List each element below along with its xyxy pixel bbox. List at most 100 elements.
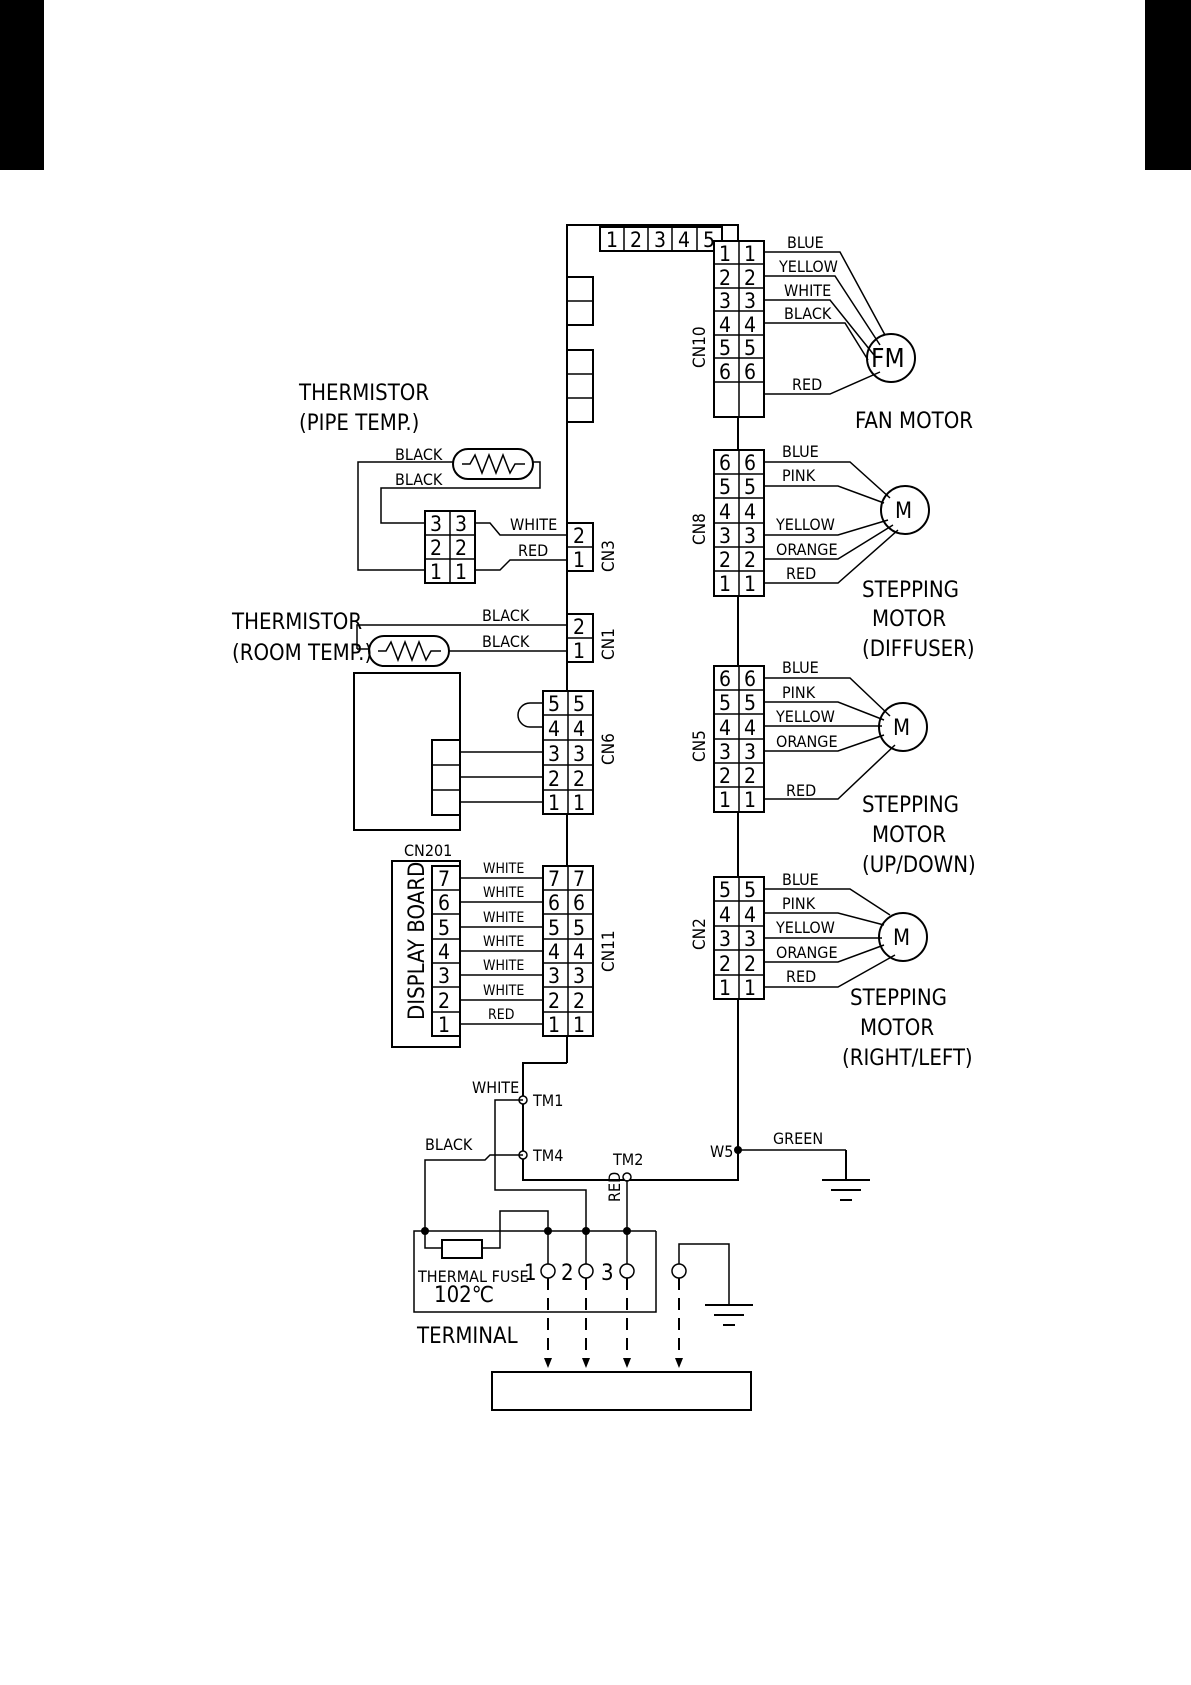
cn11-pin-2b: 2 bbox=[573, 989, 585, 1013]
cn8-pin-4a: 4 bbox=[719, 500, 731, 524]
cn5-wire-orange: ORANGE bbox=[776, 732, 838, 751]
display-wire-white-4: WHITE bbox=[483, 934, 524, 950]
cn2-pin-5a: 5 bbox=[719, 878, 731, 902]
cn2-wire-pink: PINK bbox=[782, 894, 816, 913]
cn5-label-2: MOTOR bbox=[872, 823, 946, 848]
display-wire-red-1: RED bbox=[488, 1007, 514, 1023]
top-pin-2: 2 bbox=[630, 228, 642, 252]
cn8-label-3: (DIFFUSER) bbox=[862, 637, 975, 662]
cn8-motor-m: M bbox=[895, 499, 912, 524]
cn5-pin-5a: 5 bbox=[719, 691, 731, 715]
cn1-pin-1: 1 bbox=[573, 639, 585, 663]
room-thermistor-label-1: THERMISTOR bbox=[231, 610, 362, 635]
cn2-pin-2a: 2 bbox=[719, 952, 731, 976]
cn11-pin-4b: 4 bbox=[573, 940, 585, 964]
cn201-pin-5: 5 bbox=[438, 916, 450, 940]
cn5-connector: 6 6 5 5 4 4 3 3 2 2 1 1 CN5 bbox=[690, 665, 765, 813]
cn1-wire-black-1: BLACK bbox=[482, 606, 530, 625]
cn6-pin-4b: 4 bbox=[573, 717, 585, 741]
terminal-num-1: 1 bbox=[524, 1261, 537, 1286]
cn5-motor-m: M bbox=[893, 716, 910, 741]
cn201-label: CN201 bbox=[404, 841, 452, 860]
cn8-pin-4b: 4 bbox=[744, 500, 756, 524]
cn5-pin-3a: 3 bbox=[719, 740, 731, 764]
cn1-label: CN1 bbox=[599, 628, 619, 660]
display-wire-white-2: WHITE bbox=[483, 983, 524, 999]
cn11-pin-6a: 6 bbox=[548, 891, 560, 915]
cn10-pin-5a: 5 bbox=[719, 336, 731, 360]
display-wire-white-3: WHITE bbox=[483, 958, 524, 974]
pipe-thermistor: THERMISTOR (PIPE TEMP.) BLACK BLACK 3 3 … bbox=[298, 381, 619, 584]
tm1-label: TM1 bbox=[532, 1091, 563, 1110]
cn10-pin-6a: 6 bbox=[719, 360, 731, 384]
pipe-pin-1a: 1 bbox=[430, 560, 442, 584]
fan-motor-symbol: FM FAN MOTOR bbox=[855, 333, 973, 434]
cn201-pin-1: 1 bbox=[438, 1013, 450, 1037]
cn5-label: CN5 bbox=[690, 730, 710, 762]
cn5-pin-1b: 1 bbox=[744, 788, 756, 812]
cn3-pin-2: 2 bbox=[573, 524, 585, 548]
cn5-pin-2a: 2 bbox=[719, 764, 731, 788]
cn2-label-1: STEPPING bbox=[850, 986, 947, 1011]
terminal-num-2: 2 bbox=[561, 1261, 574, 1286]
right-page-tab bbox=[1145, 0, 1191, 170]
cn5-pin-3b: 3 bbox=[744, 740, 756, 764]
cn2-pin-1b: 1 bbox=[744, 976, 756, 1000]
fan-motor-label: FAN MOTOR bbox=[855, 409, 973, 434]
cn8-wires: BLUE PINK YELLOW ORANGE RED M STEPPING M… bbox=[764, 442, 975, 662]
cn8-pin-2b: 2 bbox=[744, 548, 756, 572]
cn10-pin-4a: 4 bbox=[719, 313, 731, 337]
cn2-label: CN2 bbox=[690, 918, 710, 950]
cn11-pin-7b: 7 bbox=[573, 867, 585, 891]
cn10-pin-4b: 4 bbox=[744, 313, 756, 337]
cn11-pin-2a: 2 bbox=[548, 989, 560, 1013]
cn11-pin-1a: 1 bbox=[548, 1013, 560, 1037]
display-wire-white-6: WHITE bbox=[483, 885, 524, 901]
top-pin-5: 5 bbox=[703, 228, 715, 252]
tm2-label: TM2 bbox=[612, 1150, 643, 1169]
pipe-wire-black-1: BLACK bbox=[395, 445, 443, 464]
cn2-pin-3a: 3 bbox=[719, 927, 731, 951]
display-board-label: DISPLAY BOARD bbox=[405, 862, 430, 1020]
cn3-label: CN3 bbox=[599, 540, 619, 572]
cn8-pin-3a: 3 bbox=[719, 524, 731, 548]
cn11-pin-5a: 5 bbox=[548, 916, 560, 940]
terminal-label: TERMINAL bbox=[416, 1324, 518, 1349]
top-pin-1: 1 bbox=[606, 228, 618, 252]
tm1-wire-white: WHITE bbox=[472, 1078, 519, 1097]
cn6-pin-3a: 3 bbox=[548, 742, 560, 766]
cn2-pin-3b: 3 bbox=[744, 927, 756, 951]
cn2-wire-orange: ORANGE bbox=[776, 943, 838, 962]
cn11-pin-1b: 1 bbox=[573, 1013, 585, 1037]
cn6-pin-1b: 1 bbox=[573, 791, 585, 815]
cn5-wire-pink: PINK bbox=[782, 683, 816, 702]
outdoor-unit-box bbox=[491, 1371, 752, 1411]
cn5-pin-6b: 6 bbox=[744, 667, 756, 691]
power-terminals: TM1 TM4 WHITE BLACK TM2 RED W5 GREEN bbox=[424, 1062, 870, 1231]
cn10-pin-1a: 1 bbox=[719, 242, 731, 266]
cn2-connector: 5 5 4 4 3 3 2 2 1 1 CN2 bbox=[690, 876, 765, 1000]
cn11-pin-4a: 4 bbox=[548, 940, 560, 964]
cn3-pin-1: 1 bbox=[573, 548, 585, 572]
cn8-pin-2a: 2 bbox=[719, 548, 731, 572]
cn10-wire-red: RED bbox=[792, 375, 822, 394]
w5-wire-green: GREEN bbox=[773, 1129, 823, 1148]
cn6-pin-5b: 5 bbox=[573, 692, 585, 716]
cn2-pin-2b: 2 bbox=[744, 952, 756, 976]
pipe-thermistor-label-1: THERMISTOR bbox=[298, 381, 429, 406]
cn2-motor-m: M bbox=[893, 926, 910, 951]
cn8-wire-orange: ORANGE bbox=[776, 540, 838, 559]
terminal-num-3: 3 bbox=[601, 1261, 614, 1286]
cn2-pin-4b: 4 bbox=[744, 903, 756, 927]
cn8-pin-6a: 6 bbox=[719, 451, 731, 475]
cn8-wire-red: RED bbox=[786, 564, 816, 583]
cn6-label: CN6 bbox=[599, 733, 619, 765]
cn8-connector: 6 6 5 5 4 4 3 3 2 2 1 1 CN8 bbox=[690, 449, 765, 597]
cn6-pin-2b: 2 bbox=[573, 767, 585, 791]
cn2-wire-red: RED bbox=[786, 967, 816, 986]
thermal-fuse-temp: 102℃ bbox=[434, 1283, 494, 1308]
cn10-pin-6b: 6 bbox=[744, 360, 756, 384]
cn6-connector: 5 5 4 4 3 3 2 2 1 1 CN6 bbox=[353, 672, 619, 831]
terminal-block: 1 2 3 THERMAL FUSE 102℃ TERMINAL bbox=[413, 1210, 753, 1411]
cn6-pin-3b: 3 bbox=[573, 742, 585, 766]
